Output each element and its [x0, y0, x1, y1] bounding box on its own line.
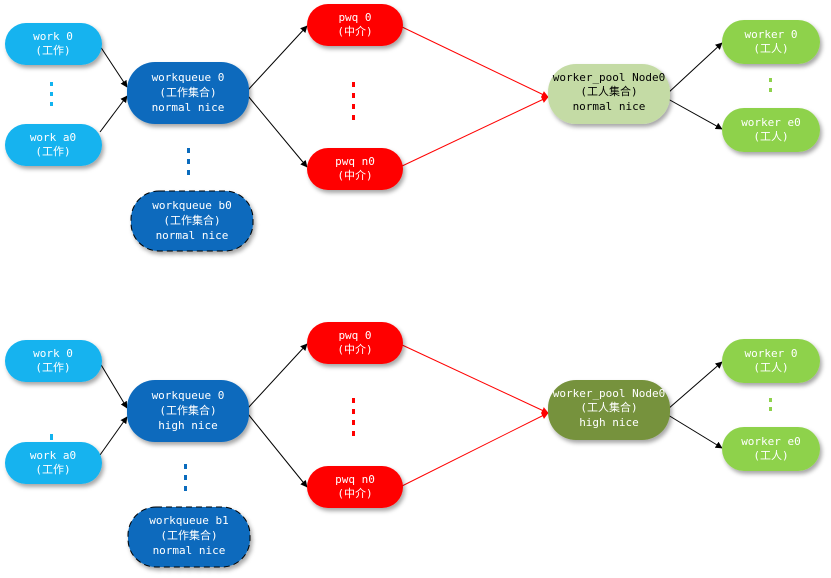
- edge-workqueue0-to-pwqn0: [247, 413, 308, 488]
- node-label: work a0: [30, 131, 76, 144]
- node-label: workqueue b0: [152, 199, 231, 212]
- node-label: workqueue b1: [149, 514, 228, 527]
- ellipsis-workqueue: [184, 464, 187, 491]
- node-label: (工作集合): [159, 85, 216, 99]
- node-worker-0: worker 0 (工人): [722, 20, 820, 64]
- node-label: high nice: [158, 419, 218, 432]
- node-label: (工作): [35, 361, 70, 374]
- diagram-normal: work 0 (工作) work a0 (工作) workqueue 0 (工作…: [5, 4, 820, 252]
- node-label: normal nice: [156, 229, 229, 242]
- node-label: work a0: [30, 449, 76, 462]
- node-label: (工作集合): [159, 403, 216, 417]
- node-label: (工作): [35, 145, 70, 158]
- edge-pwq0-to-pool: [399, 25, 549, 98]
- ellipsis-work: [50, 434, 53, 440]
- node-worker-e0: worker e0 (工人): [722, 108, 820, 152]
- node-label: worker_pool Node0: [553, 71, 666, 84]
- node-pwq-0: pwq 0 (中介): [307, 322, 403, 364]
- node-label: (中介): [337, 343, 372, 356]
- ellipsis-workqueue: [187, 148, 190, 175]
- node-label: pwq 0: [338, 329, 371, 342]
- node-label: normal nice: [152, 101, 225, 114]
- edge-workqueue0-to-pwq0: [247, 25, 308, 91]
- node-label: normal nice: [153, 544, 226, 557]
- node-label: worker e0: [741, 435, 801, 448]
- edge-worka0-to-workqueue0: [99, 95, 128, 133]
- edge-work0-to-workqueue0: [99, 362, 128, 409]
- node-label: (中介): [337, 487, 372, 500]
- node-workqueue-0: workqueue 0 (工作集合) high nice: [127, 380, 249, 442]
- node-label: worker_pool Node0: [553, 387, 666, 400]
- edge-worka0-to-workqueue0: [99, 416, 128, 456]
- node-worker-pool: worker_pool Node0 (工人集合) normal nice: [548, 64, 670, 124]
- edge-work0-to-workqueue0: [99, 45, 128, 88]
- node-label: pwq n0: [335, 473, 375, 486]
- node-label: worker 0: [745, 28, 798, 41]
- node-worker-pool: worker_pool Node0 (工人集合) high nice: [548, 380, 670, 440]
- node-label: normal nice: [573, 100, 646, 113]
- edge-pwq0-to-pool: [399, 343, 549, 414]
- node-label: (中介): [337, 25, 372, 38]
- node-label: (工人): [753, 130, 788, 143]
- node-workqueue-0: workqueue 0 (工作集合) normal nice: [127, 62, 249, 124]
- edge-pool-to-worker0: [667, 361, 723, 410]
- node-label: (工人): [753, 449, 788, 462]
- edge-pwqn0-to-pool: [399, 412, 549, 488]
- edge-pool-to-workere0: [667, 414, 723, 449]
- node-pwq-n0: pwq n0 (中介): [307, 148, 403, 190]
- node-label: (工作): [35, 44, 70, 57]
- node-work-0: work 0 (工作): [5, 340, 102, 382]
- edge-pwqn0-to-pool: [399, 96, 549, 168]
- node-label: work 0: [33, 30, 73, 43]
- node-label: pwq n0: [335, 155, 375, 168]
- node-label: (工人集合): [580, 84, 637, 98]
- node-work-0: work 0 (工作): [5, 23, 102, 65]
- ellipsis-worker: [769, 78, 772, 92]
- edge-pool-to-workere0: [667, 98, 723, 130]
- node-label: (工作集合): [160, 528, 217, 542]
- node-label: (中介): [337, 169, 372, 182]
- ellipsis-pwq: [352, 398, 355, 436]
- node-worker-e0: worker e0 (工人): [722, 427, 820, 471]
- node-workqueue-b1: workqueue b1 (工作集合) normal nice: [127, 506, 251, 568]
- ellipsis-work: [50, 82, 53, 106]
- node-label: workqueue 0: [152, 71, 225, 84]
- node-work-a0: work a0 (工作): [5, 124, 102, 166]
- node-pwq-n0: pwq n0 (中介): [307, 466, 403, 508]
- node-workqueue-b0: workqueue b0 (工作集合) normal nice: [130, 190, 254, 252]
- node-label: (工人集合): [580, 400, 637, 414]
- node-label: (工人): [753, 42, 788, 55]
- node-label: (工作): [35, 463, 70, 476]
- edge-workqueue0-to-pwq0: [247, 343, 308, 409]
- node-label: pwq 0: [338, 11, 371, 24]
- node-label: work 0: [33, 347, 73, 360]
- node-label: (工作集合): [163, 213, 220, 227]
- ellipsis-pwq: [352, 82, 355, 120]
- node-label: high nice: [579, 416, 639, 429]
- edge-pool-to-worker0: [667, 42, 723, 94]
- node-label: (工人): [753, 361, 788, 374]
- edge-workqueue0-to-pwqn0: [247, 95, 308, 168]
- ellipsis-worker: [769, 398, 772, 411]
- node-label: worker 0: [745, 347, 798, 360]
- node-pwq-0: pwq 0 (中介): [307, 4, 403, 46]
- node-label: workqueue 0: [152, 389, 225, 402]
- diagram-high: work 0 (工作) work a0 (工作) workqueue 0 (工作…: [5, 322, 820, 568]
- node-worker-0: worker 0 (工人): [722, 339, 820, 383]
- node-work-a0: work a0 (工作): [5, 442, 102, 484]
- node-label: worker e0: [741, 116, 801, 129]
